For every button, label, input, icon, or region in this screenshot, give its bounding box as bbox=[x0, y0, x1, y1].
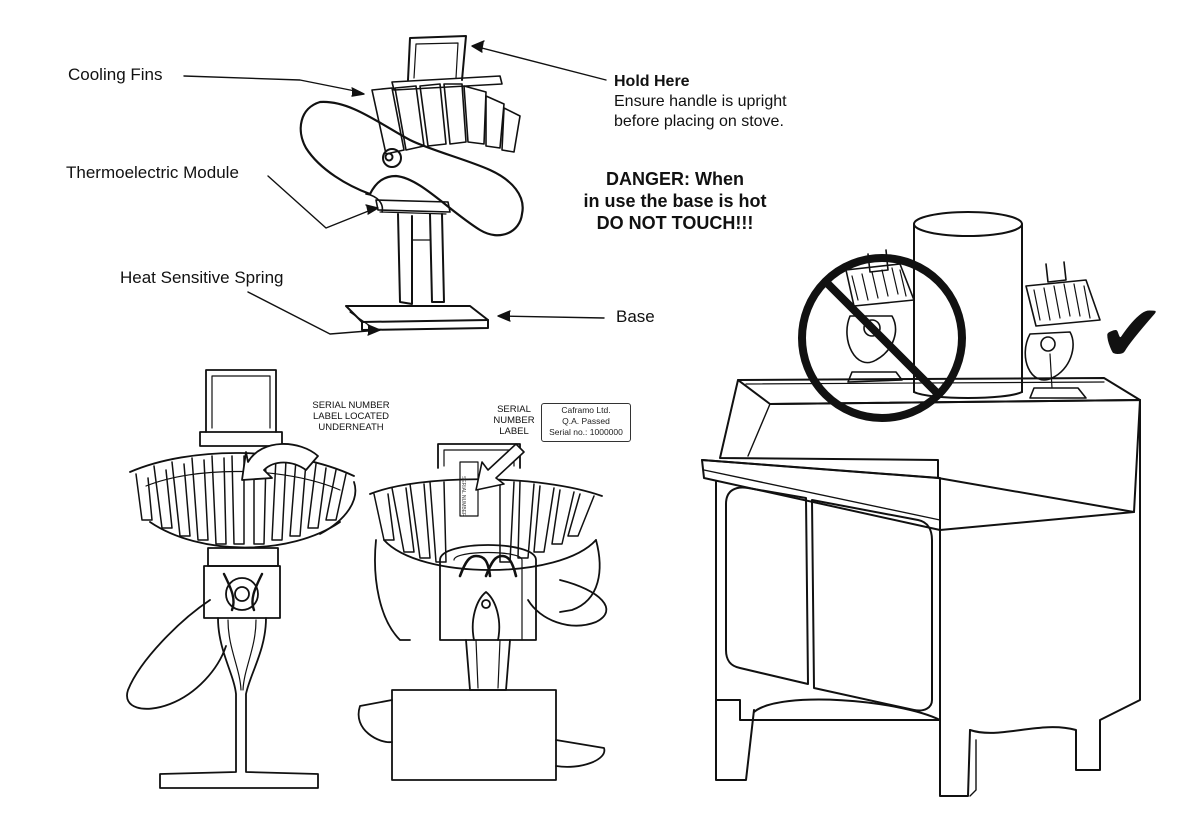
top-fan-base bbox=[345, 305, 489, 323]
serial-label-line2: NUMBER bbox=[493, 415, 535, 426]
serial-underneath-line3: UNDERNEATH bbox=[318, 422, 384, 433]
top-fan bbox=[299, 35, 524, 331]
no-symbol-icon bbox=[798, 254, 966, 422]
danger-line1: DANGER: When bbox=[606, 169, 744, 189]
correct-fan bbox=[1024, 261, 1101, 399]
tag-line3: Serial no.: 1000000 bbox=[549, 427, 623, 437]
label-cooling-fins: Cooling Fins bbox=[68, 65, 163, 84]
serial-underneath-note: SERIAL NUMBER LABEL LOCATED UNDERNEATH bbox=[302, 400, 400, 433]
top-fan-hub bbox=[382, 148, 402, 168]
hold-here-line1: Ensure handle is upright bbox=[614, 93, 787, 110]
serial-label-line3: LABEL bbox=[499, 426, 529, 437]
front-fan bbox=[126, 369, 357, 789]
stove-door-right bbox=[811, 499, 933, 712]
tag-line2: Q.A. Passed bbox=[562, 416, 610, 426]
label-thermoelectric-module: Thermoelectric Module bbox=[66, 163, 239, 182]
top-fan-blade bbox=[299, 100, 524, 237]
label-base: Base bbox=[616, 307, 655, 326]
check-icon: ✔ bbox=[1098, 287, 1166, 380]
stove-door-left bbox=[725, 486, 809, 685]
leader-lines bbox=[183, 40, 607, 336]
danger-warning: DANGER: When in use the base is hot DO N… bbox=[560, 168, 790, 234]
serial-label-line1: SERIAL bbox=[497, 404, 531, 415]
serial-underneath-line1: SERIAL NUMBER bbox=[312, 400, 390, 411]
serial-tag: Caframo Ltd. Q.A. Passed Serial no.: 100… bbox=[541, 403, 631, 442]
danger-line2: in use the base is hot bbox=[583, 191, 767, 211]
straight-arrow bbox=[475, 443, 525, 491]
danger-line3: DO NOT TOUCH!!! bbox=[596, 213, 754, 233]
curved-arrow bbox=[241, 443, 319, 481]
stove-pipe bbox=[913, 211, 1023, 399]
thermoelectric-module-shape bbox=[375, 199, 451, 213]
tag-line1: Caframo Ltd. bbox=[561, 405, 611, 415]
vertical-serial-text: SERIAL NUMBER bbox=[460, 476, 466, 517]
hold-here-line2: before placing on stove. bbox=[614, 113, 784, 130]
back-fan bbox=[357, 443, 608, 781]
top-fan-stand bbox=[397, 213, 413, 305]
stove bbox=[701, 377, 1141, 797]
cooling-fins bbox=[371, 83, 521, 155]
hold-here-title: Hold Here bbox=[614, 73, 690, 90]
serial-underneath-line2: LABEL LOCATED bbox=[312, 411, 390, 422]
hold-here-note: Hold Here Ensure handle is upright befor… bbox=[614, 72, 787, 132]
serial-label-note: SERIAL NUMBER LABEL bbox=[488, 404, 540, 437]
label-heat-sensitive-spring: Heat Sensitive Spring bbox=[120, 268, 284, 287]
top-fan-handle bbox=[407, 35, 467, 81]
